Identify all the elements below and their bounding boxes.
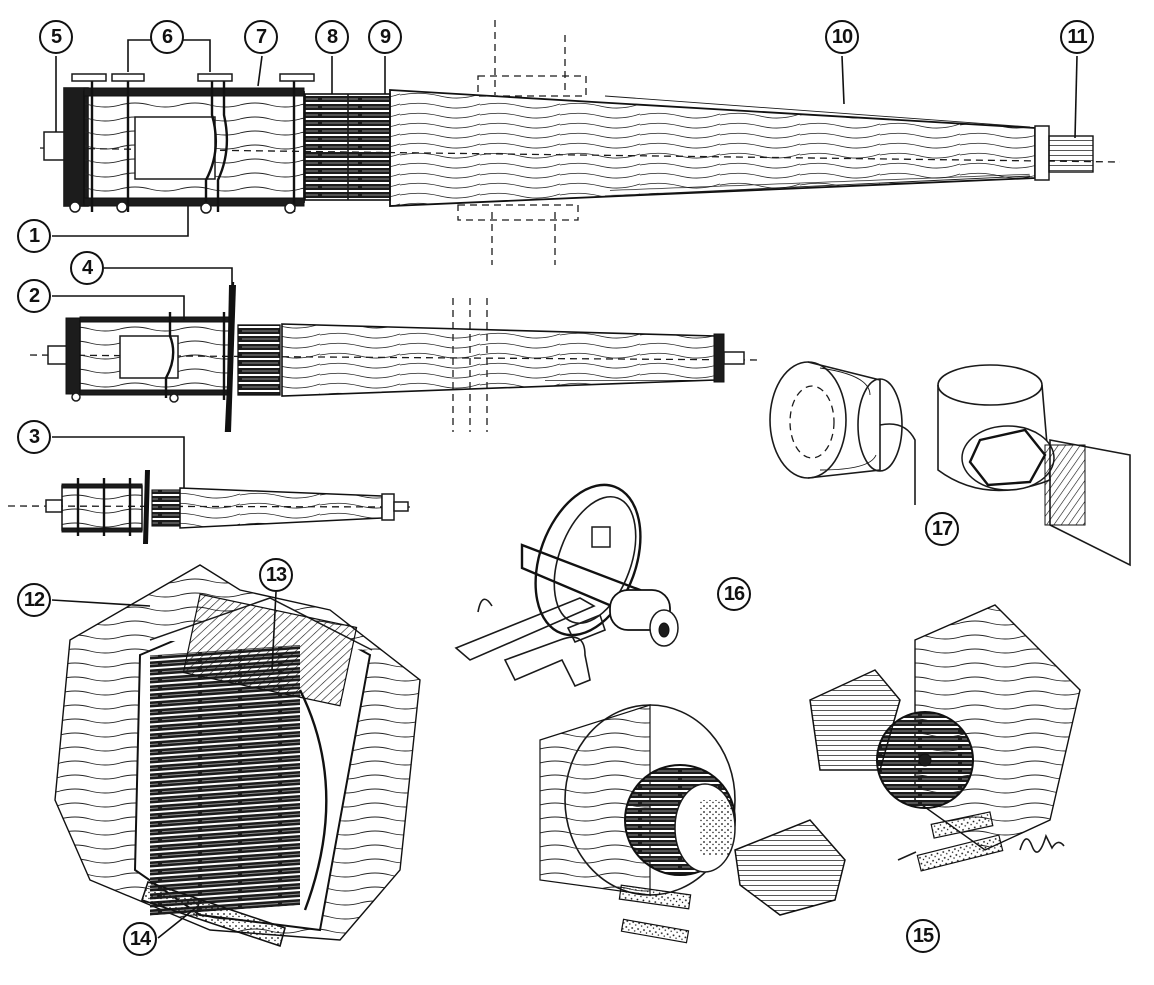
callout-15: 15 xyxy=(906,919,940,953)
callout-4: 4 xyxy=(70,251,104,285)
main-shaft-drawing xyxy=(39,20,1121,265)
shaft-variant-3-drawing xyxy=(7,470,411,544)
shaft-variant-2-drawing xyxy=(29,281,761,433)
callout-16: 16 xyxy=(717,577,751,611)
callout-leader-lines xyxy=(51,39,1078,939)
crank-bearing-detail-drawing xyxy=(454,483,679,688)
callout-2: 2 xyxy=(17,279,51,313)
callout-3: 3 xyxy=(17,420,51,454)
clustered-rods-detail-drawing xyxy=(539,604,1081,944)
callout-14: 14 xyxy=(123,922,157,956)
callout-1: 1 xyxy=(17,219,51,253)
callout-7: 7 xyxy=(244,20,278,54)
artist-signature xyxy=(1019,833,1065,853)
callout-8: 8 xyxy=(315,20,349,54)
callout-9: 9 xyxy=(368,20,402,54)
callout-5: 5 xyxy=(39,20,73,54)
callout-12: 12 xyxy=(17,583,51,617)
wedge-joint-detail-drawing xyxy=(54,564,421,948)
callout-11: 11 xyxy=(1060,20,1094,54)
callout-10: 10 xyxy=(825,20,859,54)
callout-6: 6 xyxy=(150,20,184,54)
socket-sleeve-detail-drawing xyxy=(769,361,1131,567)
callout-13: 13 xyxy=(259,558,293,592)
callout-17: 17 xyxy=(925,512,959,546)
